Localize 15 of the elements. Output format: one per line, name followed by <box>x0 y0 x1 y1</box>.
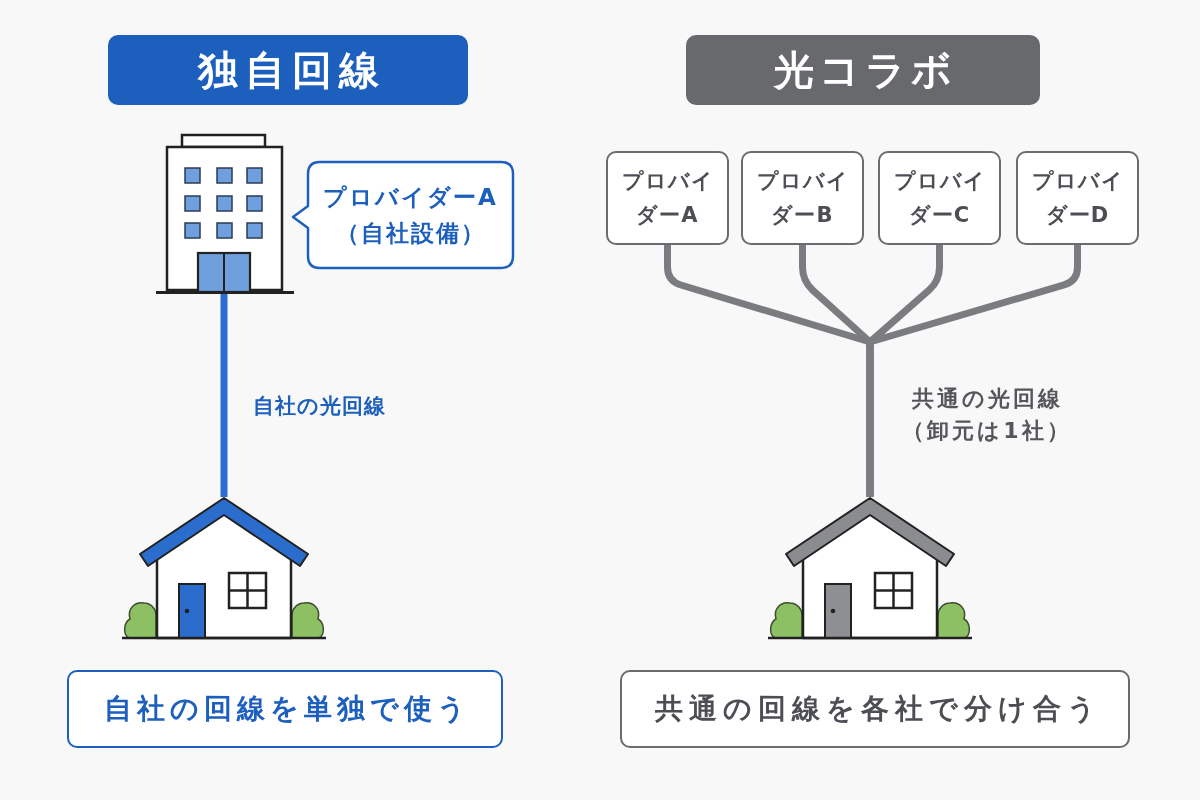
provider-box: プロバイダーD <box>1016 151 1139 245</box>
summary-box: 自社の回線を単独で使う <box>67 670 503 748</box>
house-illustration <box>121 497 327 642</box>
heading-banner: 光コラボ <box>686 35 1040 105</box>
provider-box: プロバイダーA <box>606 151 729 245</box>
heading-banner: 独自回線 <box>108 35 468 105</box>
office-building-illustration <box>155 133 295 294</box>
provider-box: プロバイダーB <box>741 151 864 245</box>
provider-box: プロバイダーC <box>878 151 1001 245</box>
speech-bubble <box>290 160 515 270</box>
house-illustration <box>767 497 973 642</box>
callout-text: プロバイダーA（自社設備） <box>322 183 499 248</box>
cable-line <box>220 294 228 497</box>
summary-box: 共通の回線を各社で分け合う <box>620 670 1130 748</box>
cable-line <box>866 245 1081 497</box>
